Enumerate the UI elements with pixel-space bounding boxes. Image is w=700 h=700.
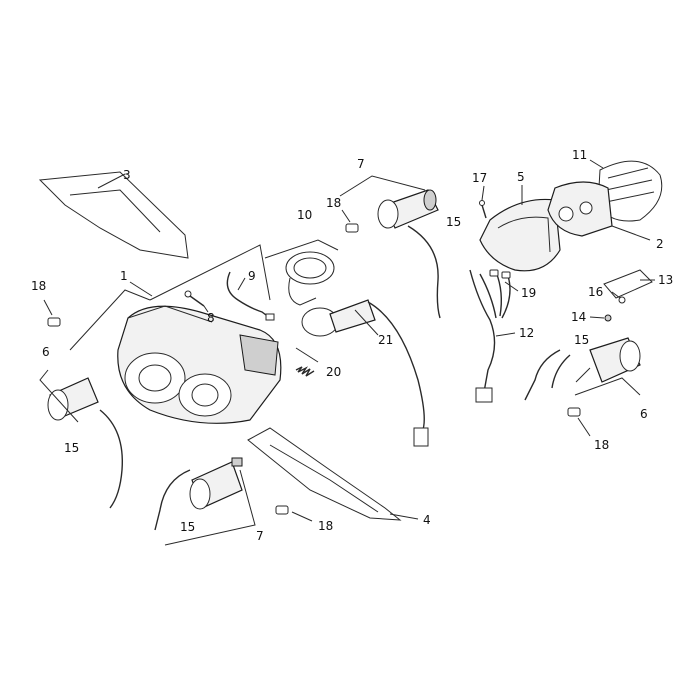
- part-18-bulb-top: [341, 209, 359, 233]
- callout-18-right: 18: [594, 438, 609, 452]
- callout-11: 11: [572, 148, 587, 162]
- callout-15-right: 15: [574, 333, 589, 347]
- callout-9: 9: [248, 269, 256, 283]
- part-2-tail-light-assembly: [547, 181, 651, 241]
- part-12-wiring-harness: [469, 269, 516, 403]
- part-8-screw: [184, 290, 209, 313]
- main-wire-connector: [413, 427, 429, 447]
- main-wire-loom: [367, 301, 425, 433]
- callout-16: 16: [588, 285, 603, 299]
- part-6-turn-signal-left: [39, 369, 124, 509]
- part-7-turn-signal-bottom: [154, 457, 256, 546]
- part-10-bulb-socket: [264, 239, 339, 306]
- callout-2: 2: [656, 237, 664, 251]
- callout-1: 1: [120, 269, 128, 283]
- part-3-protective-sheet: [38, 171, 189, 259]
- part-4-protective-sheet: [247, 427, 419, 521]
- callout-17: 17: [472, 171, 487, 185]
- callout-3: 3: [123, 168, 131, 182]
- callout-13: 13: [658, 273, 673, 287]
- part-9-wire: [226, 271, 275, 321]
- callout-15-bottom: 15: [180, 520, 195, 534]
- part-5-tail-light-body: [479, 185, 561, 272]
- part-13-plate-light: [603, 269, 655, 299]
- callout-21: 21: [378, 333, 393, 347]
- part-16-screw: [611, 291, 626, 304]
- callout-8: 8: [207, 311, 215, 325]
- part-18-bulb-bottom: [275, 505, 313, 522]
- callout-18-bottom: 18: [318, 519, 333, 533]
- part-19-bulbs: [489, 269, 519, 292]
- callout-6-left: 6: [42, 345, 50, 359]
- part-7-turn-signal-top: [339, 175, 441, 319]
- part-17-screw: [479, 185, 487, 219]
- callout-12: 12: [519, 326, 534, 340]
- callout-14: 14: [571, 310, 586, 324]
- callout-20: 20: [326, 365, 341, 379]
- part-14-nut: [589, 314, 612, 322]
- part-18-bulb-right: [567, 407, 591, 437]
- callout-10: 10: [297, 208, 312, 222]
- part-21-bulb-holder: [301, 299, 379, 337]
- callout-15-left: 15: [64, 441, 79, 455]
- part-1-headlight-assembly: [69, 244, 282, 424]
- callout-5: 5: [517, 170, 525, 184]
- callout-18-left: 18: [31, 279, 46, 293]
- callout-7-bottom: 7: [256, 529, 264, 543]
- callout-6-right: 6: [640, 407, 648, 421]
- part-20-spring: [295, 347, 319, 377]
- callout-19: 19: [521, 286, 536, 300]
- callout-15-top: 15: [446, 215, 461, 229]
- callout-7-top: 7: [357, 157, 365, 171]
- part-6-turn-signal-right: [524, 337, 641, 401]
- part-18-bulb-left: [43, 299, 61, 327]
- callout-4: 4: [423, 513, 431, 527]
- callout-18-top: 18: [326, 196, 341, 210]
